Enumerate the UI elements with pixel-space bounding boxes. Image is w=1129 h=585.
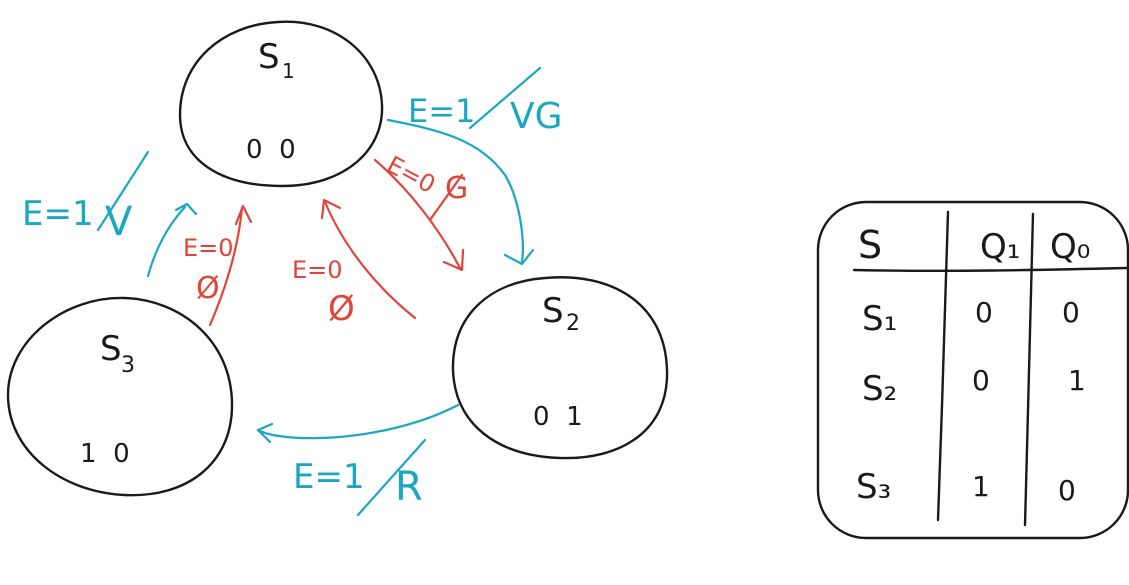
arrowhead-s3-to-s1-red — [234, 204, 253, 226]
table-header-line — [852, 266, 1129, 273]
state-s1-circle — [178, 20, 384, 188]
state-s3-name: S — [100, 329, 122, 369]
table-col-line-2 — [1023, 212, 1035, 527]
arrowhead-s1-to-s2 — [503, 248, 535, 266]
table-row-2-q1: 0 — [972, 364, 990, 397]
state-s1-name: S — [258, 37, 280, 77]
arrow-s1-to-s2 — [386, 118, 524, 264]
slash-v — [96, 150, 150, 232]
slash-r — [356, 438, 427, 517]
output-s3-s1: V — [105, 199, 133, 245]
label-s3-s1-red: E=0 — [183, 234, 234, 262]
arrow-s1-to-s2-red — [373, 158, 462, 270]
state-s2-circle — [451, 276, 669, 460]
arrow-s2-to-s1-red — [323, 200, 417, 320]
state-s2-code: 0 1 — [533, 402, 583, 432]
arrow-s2-to-s3 — [256, 403, 460, 440]
table-row-1-q0: 0 — [1062, 296, 1080, 329]
state-s2-sub: 2 — [566, 311, 580, 336]
label-s2-s3: E=1 — [293, 457, 365, 497]
table-row-3-s: S₃ — [856, 467, 891, 507]
output-s1-s2: VG — [510, 96, 563, 137]
output-s2-s3: R — [395, 464, 423, 510]
table-row-3-q0: 0 — [1058, 474, 1076, 507]
output-s2-s1-red: Ø — [328, 289, 355, 329]
label-s1-s2: E=1 — [408, 92, 475, 130]
arrowhead-s1-to-s2-red — [442, 248, 465, 272]
table-row-1-s: S₁ — [862, 299, 897, 339]
table-header-s: S — [858, 223, 882, 267]
label-s2-s1-red: E=0 — [292, 256, 343, 284]
label-s1-s2-red: E=0 — [382, 151, 440, 199]
label-s3-s1: E=1 — [22, 194, 94, 234]
slash-g — [428, 173, 464, 222]
arrowhead-s2-to-s3 — [256, 422, 274, 444]
state-s3-sub: 3 — [121, 353, 135, 378]
table-header-q0: Q₀ — [1050, 227, 1090, 267]
state-s2-name: S — [542, 291, 564, 331]
table-row-3-q1: 1 — [972, 470, 990, 503]
output-s3-s1-red: Ø — [196, 271, 220, 306]
arrowhead-s3-to-s1 — [174, 202, 198, 216]
state-s3-circle — [6, 296, 234, 497]
arrowhead-s2-to-s1-red — [320, 198, 342, 220]
table-row-2-q0: 1 — [1068, 364, 1086, 397]
table-col-line-1 — [936, 210, 950, 522]
table-frame — [816, 200, 1129, 540]
output-s1-s2-red: G — [445, 171, 468, 206]
state-s1-sub: 1 — [282, 59, 295, 83]
table-row-1-q1: 0 — [975, 296, 993, 329]
arrow-s3-to-s1 — [146, 205, 187, 278]
table-header-q1: Q₁ — [980, 227, 1020, 267]
state-s1-code: 0 0 — [246, 135, 296, 165]
table-row-2-s: S₂ — [862, 369, 897, 409]
arrow-s3-to-s1-red — [208, 206, 244, 327]
slash-vg — [468, 66, 542, 130]
state-s3-code: 1 0 — [80, 439, 130, 469]
